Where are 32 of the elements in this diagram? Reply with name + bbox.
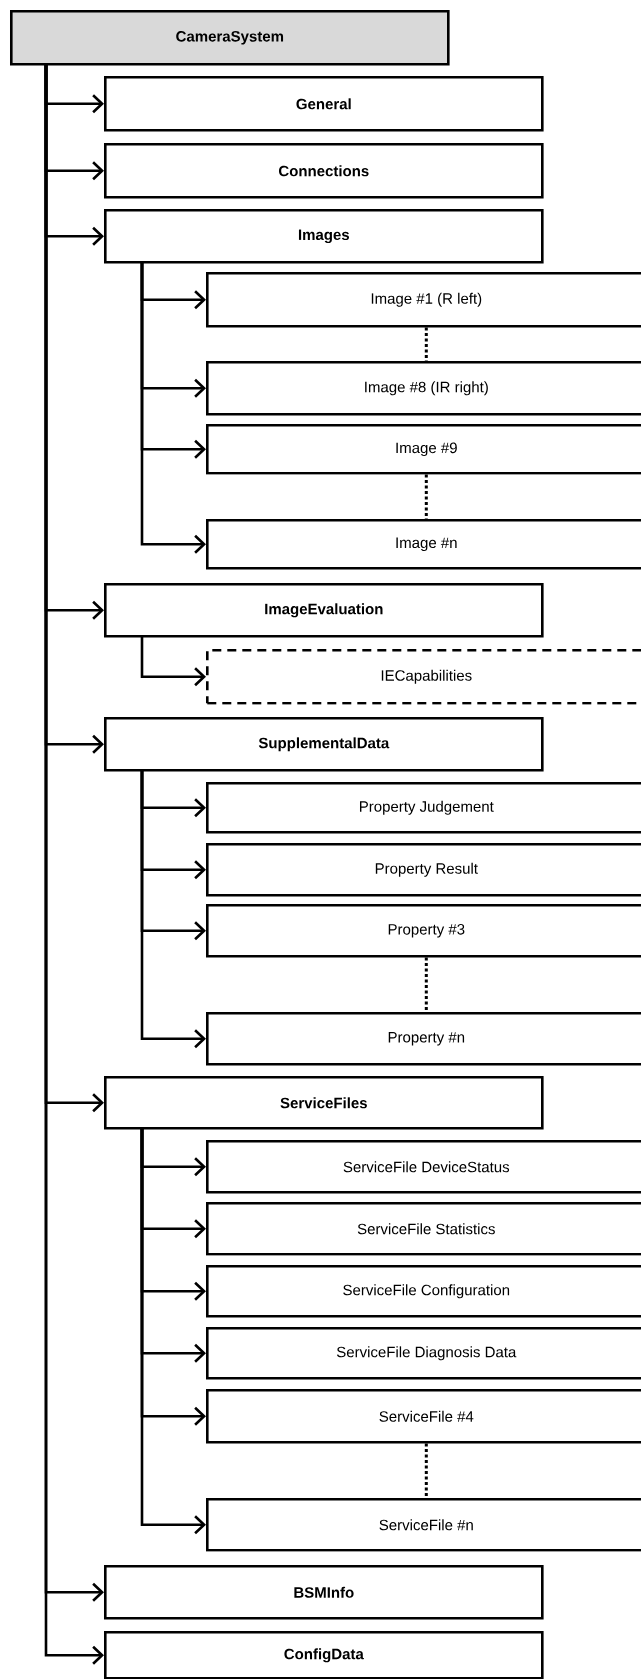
item-box: ServiceFile Statistics: [206, 1202, 641, 1256]
arrow: [140, 1128, 206, 1535]
category-box: General: [104, 76, 544, 132]
item-box: Image #1 (R left): [206, 272, 641, 328]
item-box: Property #3: [206, 904, 641, 958]
category-box: SupplementalData: [104, 717, 544, 772]
item-box: ServiceFile DeviceStatus: [206, 1140, 641, 1194]
category-box: Connections: [104, 143, 544, 199]
item-box: ServiceFile #4: [206, 1389, 641, 1444]
item-box: Image #9: [206, 424, 641, 475]
dotted-line: [424, 327, 428, 361]
item-box: Property #n: [206, 1012, 641, 1066]
arrow: [140, 770, 206, 1049]
category-box: ConfigData: [104, 1631, 544, 1679]
dashed-item-box: IECapabilities: [206, 649, 641, 705]
item-box: ServiceFile Diagnosis Data: [206, 1327, 641, 1380]
dotted-line: [424, 474, 428, 519]
category-box: BSMInfo: [104, 1565, 544, 1620]
item-box: Image #8 (IR right): [206, 361, 641, 416]
root-box: CameraSystem: [10, 10, 450, 66]
dotted-line: [424, 957, 428, 1012]
dotted-line: [424, 1443, 428, 1498]
item-box: ServiceFile Configuration: [206, 1265, 641, 1318]
item-box: ServiceFile #n: [206, 1498, 641, 1552]
arrow: [140, 636, 206, 687]
item-box: Property Result: [206, 843, 641, 897]
item-box: Property Judgement: [206, 782, 641, 834]
category-box: ImageEvaluation: [104, 583, 544, 638]
category-box: ServiceFiles: [104, 1076, 544, 1130]
category-box: Images: [104, 209, 544, 264]
arrow: [140, 262, 206, 554]
item-box: Image #n: [206, 519, 641, 570]
